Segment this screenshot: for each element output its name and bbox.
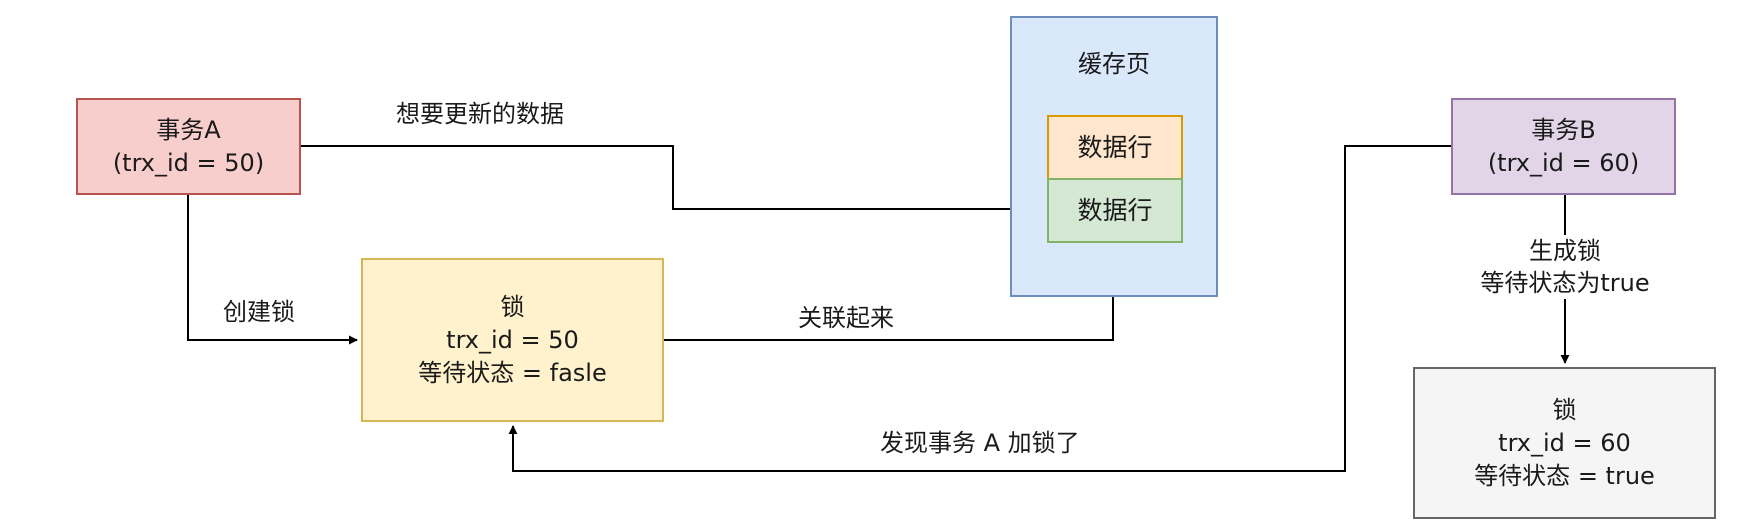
cache-page-title: 缓存页	[1078, 50, 1150, 78]
edge-tx-a-to-row	[301, 145, 1036, 214]
edge-tx-b-to-lock-a	[508, 145, 1451, 472]
label-create-lock: 创建锁	[223, 296, 295, 328]
label-want-update: 想要更新的数据	[396, 98, 564, 130]
data-row-1[interactable]: 数据行	[1047, 115, 1183, 180]
label-found-locked: 发现事务 A 加锁了	[880, 427, 1080, 459]
edge-tx-a-to-lock-a	[187, 195, 358, 345]
transaction-b-trx-id: (trx_id = 60)	[1487, 148, 1640, 177]
lock-b-node[interactable]: 锁 trx_id = 60 等待状态 = true	[1413, 367, 1716, 519]
label-generate-lock: 生成锁 等待状态为true	[1457, 235, 1673, 299]
lock-a-title: 锁	[500, 292, 525, 321]
cache-page-node[interactable]: 缓存页 数据行 数据行	[1010, 16, 1218, 297]
data-row-2[interactable]: 数据行	[1047, 178, 1183, 243]
transaction-a-trx-id: (trx_id = 50)	[112, 148, 265, 177]
data-row-1-label: 数据行	[1077, 133, 1153, 162]
lock-a-wait-state: 等待状态 = fasle	[418, 358, 607, 387]
label-associate: 关联起来	[798, 302, 894, 334]
label-generate-lock-line2: 等待状态为true	[1480, 269, 1650, 297]
label-generate-lock-line1: 生成锁	[1529, 237, 1601, 265]
lock-a-node[interactable]: 锁 trx_id = 50 等待状态 = fasle	[361, 258, 664, 422]
transaction-b-title: 事务B	[1531, 115, 1596, 144]
lock-b-title: 锁	[1552, 395, 1577, 424]
lock-b-wait-state: 等待状态 = true	[1474, 461, 1655, 490]
lock-a-trx-id: trx_id = 50	[446, 325, 579, 354]
data-row-2-label: 数据行	[1077, 196, 1153, 225]
transaction-a-node[interactable]: 事务A (trx_id = 50)	[76, 98, 301, 195]
transaction-b-node[interactable]: 事务B (trx_id = 60)	[1451, 98, 1676, 195]
lock-b-trx-id: trx_id = 60	[1498, 428, 1631, 457]
transaction-a-title: 事务A	[156, 115, 221, 144]
